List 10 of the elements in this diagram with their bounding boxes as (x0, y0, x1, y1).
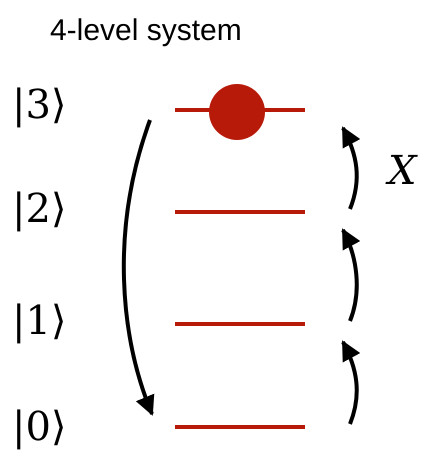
transition-arrow (122, 119, 155, 416)
state-label: |1⟩ (12, 298, 67, 344)
edge-label: X (388, 148, 416, 194)
state-label: |0⟩ (12, 404, 67, 450)
transition-arrow (341, 126, 360, 210)
transition-arrow (341, 228, 360, 322)
transition-arrow (341, 340, 360, 425)
title: 4-level system (50, 14, 242, 48)
state-label: |2⟩ (12, 186, 67, 232)
state-label: |3⟩ (12, 82, 67, 128)
